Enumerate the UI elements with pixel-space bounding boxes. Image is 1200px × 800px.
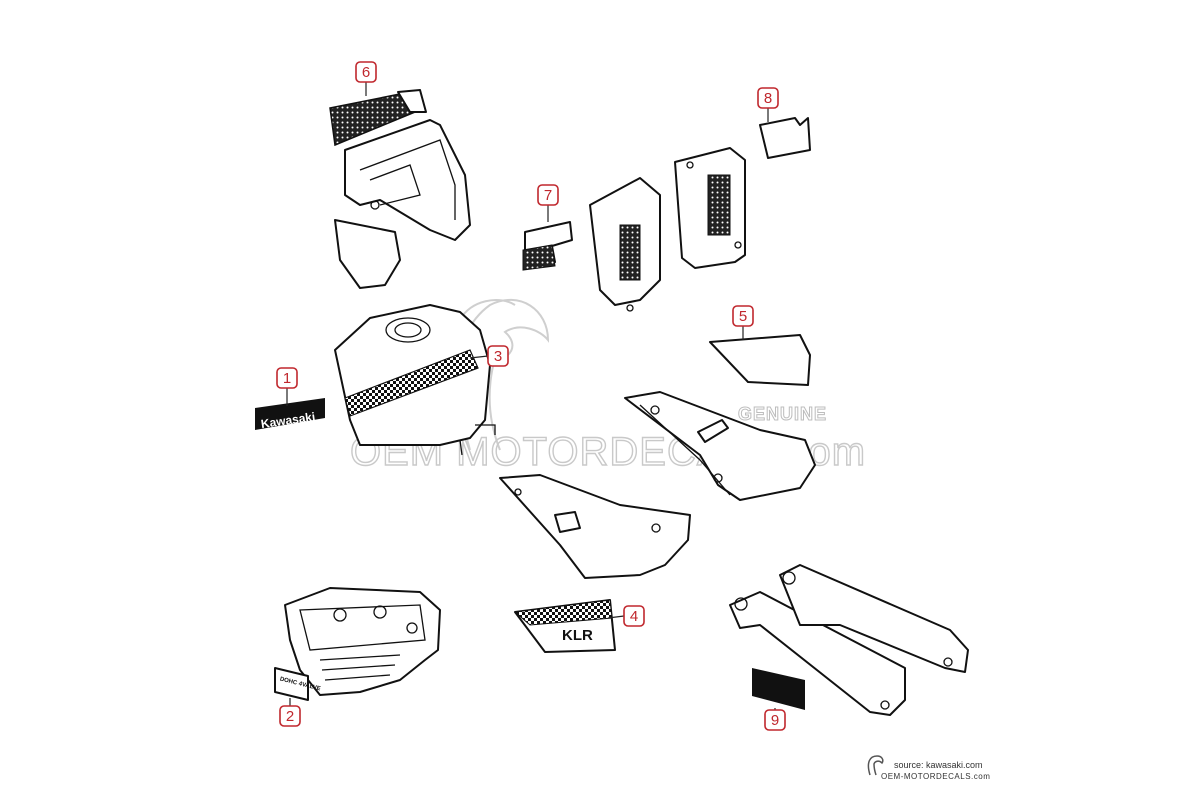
watermark-genuine-text: GENUINE [738,404,827,424]
fairing-decal [329,89,427,147]
svg-text:2: 2 [286,708,294,725]
callout-1: 1 [276,367,298,389]
small-sticker [759,117,811,159]
callout-2: 2 [279,705,301,727]
callout-6: 6 [355,61,377,83]
svg-text:3: 3 [494,348,502,365]
callout-8: 8 [757,87,779,109]
kawasaki-decal: Kawasaki [255,398,325,431]
source-credit: source: kawasaki.com [894,760,983,770]
side-panel-decal [709,334,811,386]
callout-4: 4 [623,605,645,627]
swingarm-decal [752,668,805,710]
callout-9: 9 [764,709,786,731]
side-cover-right [624,391,816,501]
svg-text:5: 5 [739,308,747,325]
svg-text:KLR: KLR [562,627,593,644]
callout-7: 7 [537,184,559,206]
klr-decal: KLR [513,599,616,653]
leader-lines [286,82,776,710]
engine-decal: DOHC 4VALVE [274,667,321,701]
callout-3: 3 [487,345,509,367]
svg-text:1: 1 [283,370,291,387]
swingarm [729,564,969,716]
fuel-tank [334,304,496,456]
svg-text:6: 6 [362,64,370,81]
callout-5: 5 [732,305,754,327]
svg-text:7: 7 [544,187,552,204]
site-credit: OEM-MOTORDECALS.com [881,772,991,781]
credit-logo-icon [867,755,884,776]
side-cover-rear [674,147,746,269]
svg-text:8: 8 [764,90,772,107]
side-cover-left [499,474,691,579]
headlight-fairing [334,119,471,289]
mesh-sticker [522,221,573,271]
side-cover-front [589,177,661,312]
cylinder-head [284,587,441,696]
svg-text:9: 9 [771,712,779,729]
svg-text:4: 4 [630,608,638,625]
